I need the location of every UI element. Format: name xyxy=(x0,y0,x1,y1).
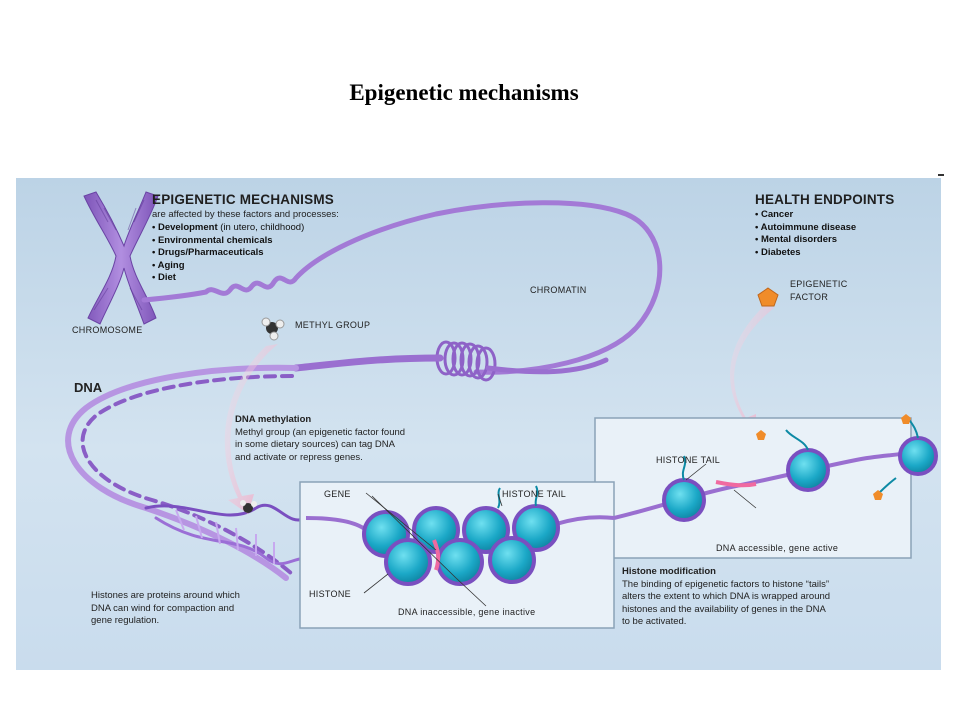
methylation-line: in some dietary sources) can tag DNA xyxy=(235,439,395,450)
factor-item: Diet xyxy=(152,272,304,285)
factor-item: Environmental chemicals xyxy=(152,235,304,248)
nucleosomes-accessible xyxy=(662,414,938,522)
chromatin-strand xyxy=(141,200,663,375)
leader-lines xyxy=(363,463,757,607)
edge-mark xyxy=(938,174,944,176)
methyl-on-dna-icon xyxy=(240,500,257,513)
mechanisms-factor-list: Development (in utero, childhood) Enviro… xyxy=(152,222,305,285)
dna-helix xyxy=(65,364,318,581)
mechanisms-subheading: are affected by these factors and proces… xyxy=(152,209,339,220)
histone-mod-note: Histone modification The binding of epig… xyxy=(622,566,830,629)
histone-tail-right-label: HISTONE TAIL xyxy=(656,455,721,465)
methyl-arrow xyxy=(224,344,278,514)
factor-item: Development (in utero, childhood) xyxy=(152,222,304,235)
histone-label: HISTONE xyxy=(309,589,351,599)
histone-mod-line: alters the extent to which DNA is wrappe… xyxy=(622,591,831,602)
chromatin-coil xyxy=(435,340,497,382)
histone-mod-inset xyxy=(594,417,912,559)
health-heading: HEALTH ENDPOINTS xyxy=(755,192,895,207)
inaccessible-label: DNA inaccessible, gene inactive xyxy=(398,607,536,617)
chromosome-label: CHROMOSOME xyxy=(72,325,143,335)
histone-mod-line: The binding of epigenetic factors to his… xyxy=(622,578,830,590)
methylation-heading: DNA methylation xyxy=(235,414,312,425)
chromosome-shape xyxy=(83,191,159,325)
epigenetic-factor-label-line1: EPIGENETIC xyxy=(790,279,848,289)
methylation-line: Methyl group (an epigenetic factor found xyxy=(235,426,406,438)
slide-title: Epigenetic mechanisms xyxy=(349,80,579,105)
methylation-note: DNA methylation Methyl group (an epigene… xyxy=(235,414,405,464)
epigenetics-figure: EPIGENETIC MECHANISMS are affected by th… xyxy=(16,178,941,670)
histone-tail-left-label: HISTONE TAIL xyxy=(502,489,567,499)
methylation-line: and activate or repress genes. xyxy=(235,451,363,463)
diagram-art xyxy=(65,191,938,629)
factor-item: Aging xyxy=(152,260,304,273)
methyl-molecule-icon xyxy=(261,317,285,341)
factor-arrow xyxy=(730,304,774,436)
health-item: Diabetes xyxy=(755,247,856,260)
epigenetic-factor-label: EPIGENETIC FACTOR xyxy=(790,278,848,303)
health-item: Cancer xyxy=(755,209,856,222)
epigenetic-factor-icon xyxy=(757,287,779,307)
nucleosomes-compact xyxy=(362,485,560,586)
histones-note-line: gene regulation. xyxy=(91,615,160,626)
dna-rungs xyxy=(175,509,275,564)
histone-mod-heading: Histone modification xyxy=(622,566,716,577)
dna-label: DNA xyxy=(74,380,103,395)
histones-note-line: DNA can wind for compaction and xyxy=(91,602,235,614)
health-item: Mental disorders xyxy=(755,234,856,247)
methyl-group-label: METHYL GROUP xyxy=(295,320,371,330)
epigenetic-factor-label-line2: FACTOR xyxy=(790,291,829,302)
gene-label: GENE xyxy=(324,489,351,499)
histones-note: Histones are proteins around which DNA c… xyxy=(91,590,240,628)
mechanisms-heading: EPIGENETIC MECHANISMS xyxy=(152,192,334,207)
histone-mod-line: histones and the availability of genes i… xyxy=(622,603,826,615)
histone-mod-line: to be activated. xyxy=(622,616,687,627)
health-item: Autoimmune disease xyxy=(755,222,857,235)
health-endpoint-list: Cancer Autoimmune disease Mental disorde… xyxy=(755,209,857,260)
histones-note-line: Histones are proteins around which xyxy=(91,590,240,601)
factor-item: Drugs/Pharmaceuticals xyxy=(152,247,304,260)
chromatin-thick xyxy=(292,354,444,372)
accessible-label: DNA accessible, gene active xyxy=(716,543,839,553)
chromatin-label: CHROMATIN xyxy=(530,285,587,295)
